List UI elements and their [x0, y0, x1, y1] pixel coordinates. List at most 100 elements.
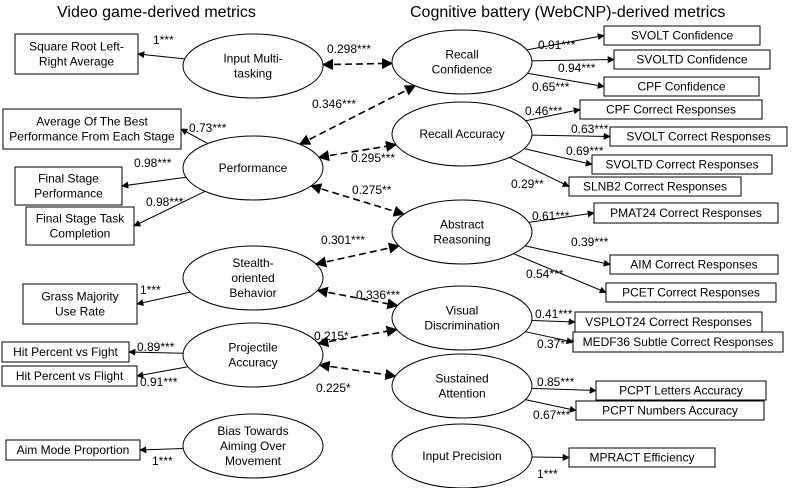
loading-arrow [136, 291, 191, 307]
construct-label: Accuracy [228, 356, 277, 370]
construct-label: Sustained [435, 372, 488, 386]
loading-arrow [524, 245, 611, 267]
indicator-box [14, 33, 139, 75]
indicator-label: SLNB2 Correct Responses [583, 180, 727, 194]
indicator-box [568, 447, 716, 468]
indicator-box [572, 331, 784, 353]
indicator-label: PCET Correct Responses [622, 286, 760, 300]
correlation-arrow [317, 325, 398, 348]
loading-arrow [525, 399, 577, 413]
loading-arrow [139, 446, 184, 454]
indicator-svolt-conf: SVOLT Confidence [603, 25, 761, 46]
correlation-coefficient: 0.225* [316, 381, 351, 395]
indicator-vsplot24-correct: VSPLOT24 Correct Responses [574, 311, 763, 333]
indicator-box [605, 282, 777, 303]
indicator-box [593, 202, 779, 224]
construct-input-precision: Input Precision [391, 423, 533, 488]
indicator-label: Hit Percent vs Fight [13, 345, 118, 359]
loading-coefficient: 0.98*** [134, 156, 172, 170]
indicator-label: MPRACT Efficiency [590, 451, 695, 465]
construct-label: Performance [219, 161, 288, 175]
indicator-label: CPF Correct Responses [606, 103, 736, 117]
correlation-coefficient: 0.301*** [321, 233, 365, 247]
indicator-label: SVOLTD Correct Responses [605, 158, 758, 172]
indicator-label: Performance [34, 187, 103, 201]
loading-coefficient: 1*** [152, 454, 173, 468]
loading-coefficient: 0.41*** [535, 307, 573, 321]
indicator-box [2, 108, 182, 150]
left-header: Video game-derived metrics [57, 4, 256, 21]
loading-coefficient: 0.85*** [537, 375, 575, 389]
loading-arrow [528, 210, 595, 223]
indicator-box [575, 400, 765, 421]
indicator-box [22, 283, 138, 325]
loading-coefficient: 0.89*** [137, 340, 175, 354]
correlation-coefficient: 0.346*** [312, 97, 356, 111]
loading-coefficient: 0.73*** [189, 121, 227, 135]
indicator-pcpt-numbers: PCPT Numbers Accuracy [575, 400, 765, 421]
construct-ellipse [391, 29, 533, 95]
construct-ellipse [391, 353, 533, 419]
right-header: Cognitive battery (WebCNP)-derived metri… [410, 4, 725, 21]
indicator-label: Completion [50, 227, 111, 241]
indicator-pcpt-letters: PCPT Letters Accuracy [595, 380, 767, 401]
loading-arrow [509, 156, 570, 187]
indicator-box [603, 25, 761, 46]
construct-ellipse [182, 33, 324, 99]
indicator-aim-correct: AIM Correct Responses [609, 254, 779, 275]
indicator-box [609, 126, 788, 147]
correlation-coefficient: 0.295*** [351, 151, 395, 165]
indicator-label: AIM Correct Responses [630, 258, 757, 272]
construct-label: Abstract [440, 218, 485, 232]
indicator-label: Aim Mode Proportion [17, 443, 130, 457]
correlation-arrow [314, 242, 401, 268]
indicator-label: SVOLT Correct Responses [626, 130, 770, 144]
loading-arrow [136, 366, 189, 379]
construct-label: Input Multi- [223, 52, 282, 66]
indicator-box [595, 380, 767, 401]
construct-label: Confidence [432, 63, 493, 77]
loading-arrow [133, 190, 206, 227]
indicator-hit-fight: Hit Percent vs Fight [1, 341, 130, 363]
loading-coefficient: 1*** [537, 467, 558, 481]
indicator-label: VSPLOT24 Correct Responses [585, 315, 752, 329]
loading-arrow [137, 51, 185, 60]
construct-ellipse [182, 322, 324, 388]
indicator-svoltd-conf: SVOLTD Confidence [613, 49, 771, 70]
loading-arrow [531, 453, 570, 461]
construct-label: Behavior [229, 286, 276, 300]
indicator-box [5, 439, 141, 461]
loading-arrow [531, 386, 597, 394]
construct-label: Visual [446, 304, 478, 318]
loading-coefficient: 0.91*** [538, 38, 576, 52]
indicator-box [1, 365, 138, 387]
construct-label: Aiming Over [220, 439, 286, 453]
indicator-label: Use Rate [55, 305, 105, 319]
construct-label: oriented [231, 271, 274, 285]
loading-coefficient: 0.65*** [532, 80, 570, 94]
construct-ellipse [391, 285, 533, 351]
indicator-pmat24-correct: PMAT24 Correct Responses [593, 202, 779, 224]
indicator-pcet-correct: PCET Correct Responses [605, 282, 777, 303]
indicator-svolt-correct: SVOLT Correct Responses [609, 126, 788, 147]
construct-label: Bias Towards [217, 424, 288, 438]
indicator-label: Square Root Left- [29, 40, 124, 54]
loading-arrow [531, 318, 576, 326]
construct-ellipse [391, 423, 533, 488]
loading-coefficient: 0.91*** [140, 375, 178, 389]
loading-arrow [531, 132, 611, 140]
correlation-arrow [310, 183, 405, 217]
loading-arrow [128, 348, 184, 356]
indicator-svoltd-correct: SVOLTD Correct Responses [591, 154, 773, 175]
loading-arrow [531, 56, 615, 64]
construct-label: Movement [225, 454, 282, 468]
correlation-coefficient: 0.275** [352, 183, 392, 197]
indicator-label: Final Stage [38, 172, 99, 186]
indicator-box [579, 99, 763, 120]
